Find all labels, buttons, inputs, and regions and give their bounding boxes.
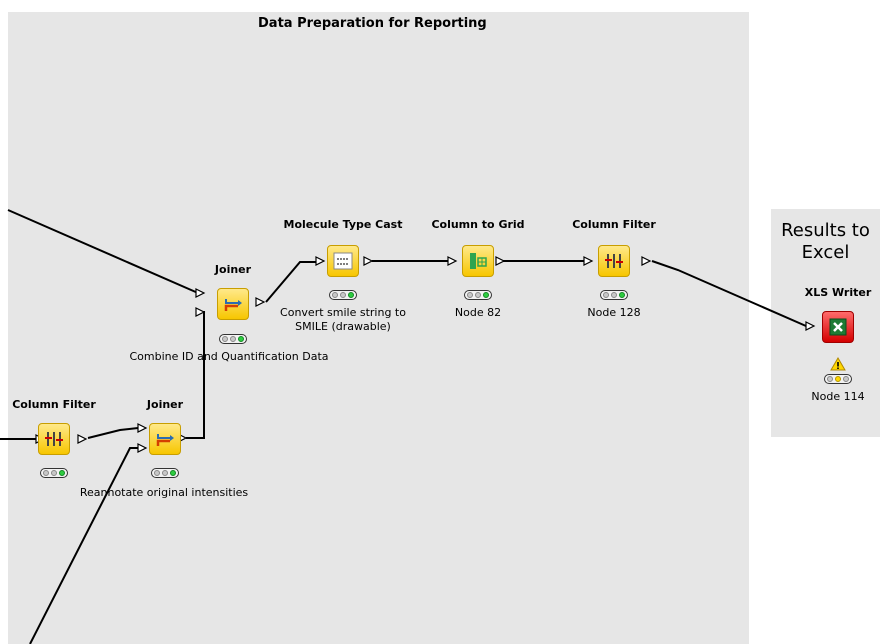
status-indicator-joiner-bottom bbox=[151, 468, 179, 478]
node-molecule-type-cast[interactable] bbox=[327, 245, 359, 277]
node-label-joiner-bottom: Joiner bbox=[146, 398, 184, 411]
connection-incoming-to-joiner-bottom bbox=[29, 447, 138, 644]
connection-incoming-to-joiner-top bbox=[7, 209, 199, 294]
status-indicator-column-filter-right bbox=[600, 290, 628, 300]
connection-joiner-bottom-to-joiner-top bbox=[186, 311, 205, 439]
node-label-joiner-top: Joiner bbox=[214, 263, 252, 276]
node-comment-molecule-type-cast-line2: SMILE (drawable) bbox=[295, 320, 391, 333]
node-label-column-filter-right: Column Filter bbox=[572, 218, 656, 231]
excel-icon bbox=[829, 318, 847, 336]
column-filter-icon bbox=[45, 432, 63, 446]
grid-icon bbox=[470, 253, 487, 269]
node-comment-joiner-bottom: Reannotate original intensities bbox=[79, 486, 249, 499]
column-filter-icon bbox=[605, 254, 623, 268]
warning-icon bbox=[830, 357, 846, 371]
node-joiner-bottom[interactable] bbox=[149, 423, 181, 455]
node-comment-column-filter-right: Node 128 bbox=[587, 306, 641, 319]
annotation-data-preparation bbox=[8, 12, 749, 644]
node-column-to-grid[interactable] bbox=[462, 245, 494, 277]
node-xls-writer[interactable] bbox=[822, 311, 854, 343]
annotation-title-results: Results to Excel bbox=[771, 220, 880, 264]
node-column-filter-right[interactable] bbox=[598, 245, 630, 277]
connection-column-filter-to-joiner-bottom bbox=[87, 427, 139, 439]
node-label-column-to-grid: Column to Grid bbox=[431, 218, 525, 231]
connection-column-filter-to-xls-writer bbox=[651, 260, 807, 327]
joiner-icon bbox=[156, 434, 174, 446]
annotation-title-results-line1: Results to bbox=[781, 220, 870, 241]
molecule-cast-icon bbox=[333, 252, 353, 270]
status-indicator-molecule-type-cast bbox=[329, 290, 357, 300]
status-indicator-column-filter-left bbox=[40, 468, 68, 478]
annotation-title-data-preparation: Data Preparation for Reporting bbox=[258, 16, 487, 31]
annotation-title-results-line2: Excel bbox=[801, 242, 850, 263]
node-comment-joiner-top: Combine ID and Quantification Data bbox=[129, 350, 329, 363]
node-column-filter-left[interactable] bbox=[38, 423, 70, 455]
status-indicator-column-to-grid bbox=[464, 290, 492, 300]
node-label-column-filter-left: Column Filter bbox=[12, 398, 96, 411]
node-comment-xls-writer: Node 114 bbox=[811, 390, 865, 403]
node-comment-molecule-type-cast: Convert smile string to SMILE (drawable) bbox=[280, 306, 406, 334]
node-joiner-top[interactable] bbox=[217, 288, 249, 320]
status-indicator-joiner-top bbox=[219, 334, 247, 344]
node-comment-column-to-grid: Node 82 bbox=[454, 306, 502, 319]
status-indicator-xls-writer bbox=[824, 374, 852, 384]
node-comment-molecule-type-cast-line1: Convert smile string to bbox=[280, 306, 406, 319]
connection-joiner-top-to-molecule-cast bbox=[265, 261, 316, 303]
node-label-xls-writer: XLS Writer bbox=[804, 286, 872, 299]
joiner-icon bbox=[224, 299, 242, 311]
node-label-molecule-type-cast: Molecule Type Cast bbox=[283, 218, 403, 231]
